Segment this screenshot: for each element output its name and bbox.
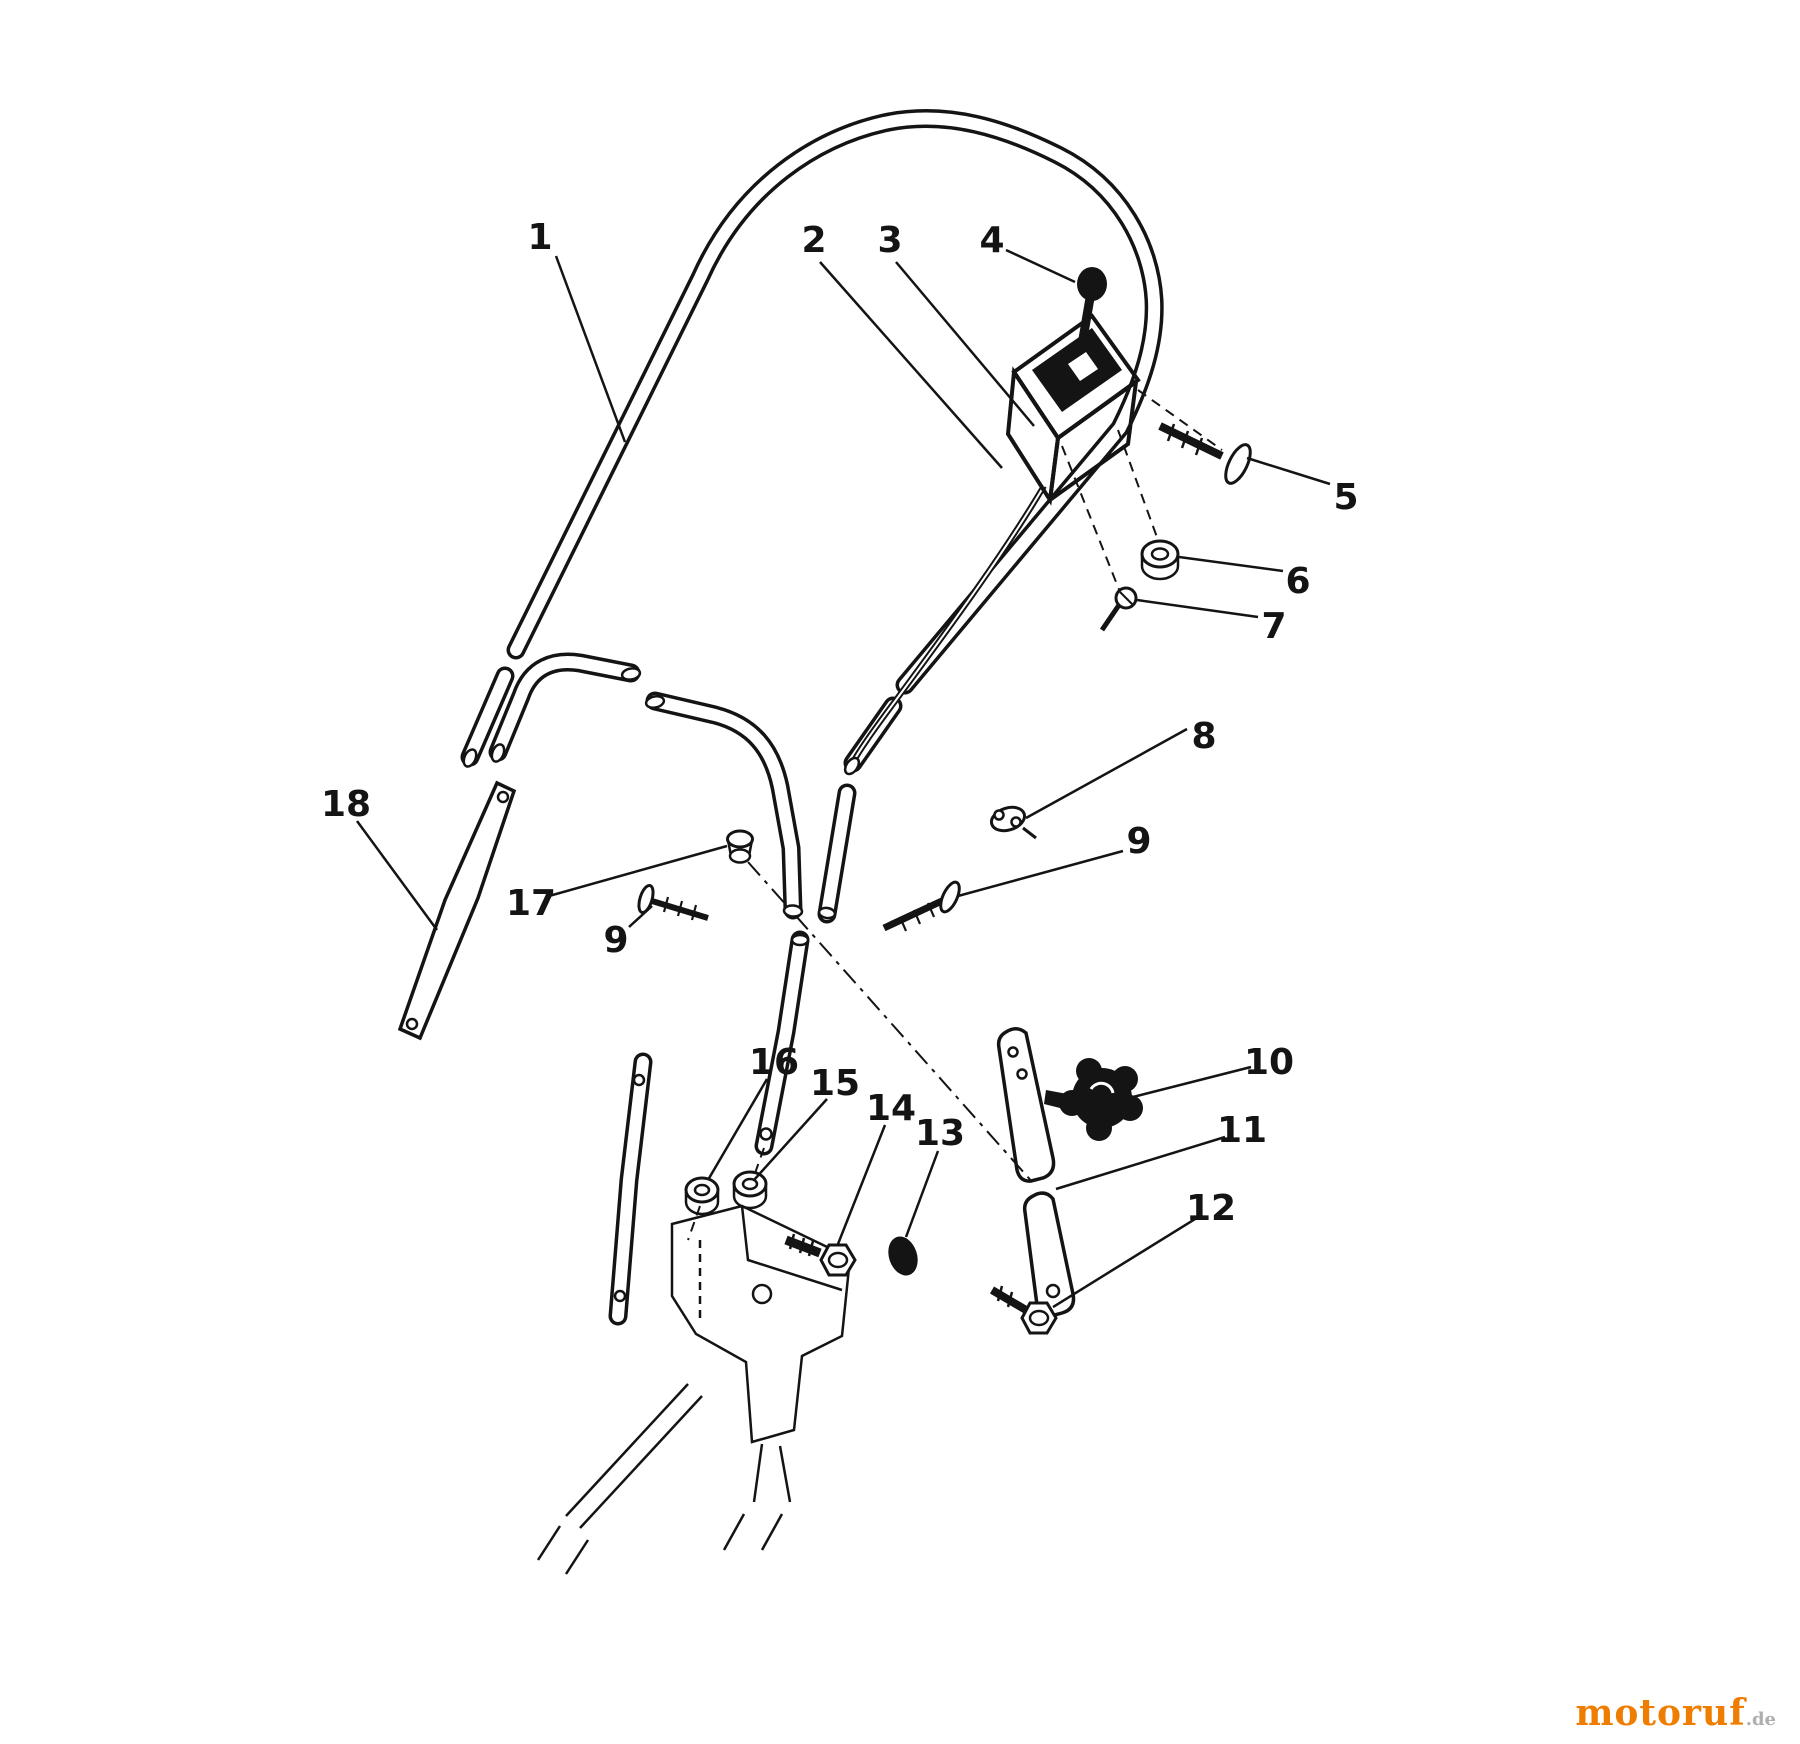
lower-handle-bar [397,780,517,1041]
spacer-13 [888,1236,918,1276]
part-label-15: 15 [810,1063,860,1104]
part-label-6: 6 [1285,561,1310,602]
leader-9-right [957,849,1124,898]
leader-5 [1246,456,1331,486]
part-label-11: 11 [1217,1110,1267,1151]
handle-bracket-upper [996,1027,1056,1183]
throttle-control-box [1005,267,1141,506]
throttle-slot [1068,352,1098,381]
leader-12 [1052,1217,1196,1309]
hex-bolt-14 [784,1233,857,1277]
bolt-17 [726,829,754,864]
part-label-18: 18 [321,784,371,825]
part-label-9-left: 9 [603,920,628,961]
part-label-3: 3 [877,220,902,261]
part-label-12: 12 [1186,1188,1236,1229]
mower-deck-bracket [536,1204,852,1575]
cable-clip-8 [989,805,1037,840]
flange-nut-16 [684,1176,720,1216]
watermark-tld: .de [1745,1709,1776,1730]
leader-9-left [628,905,653,928]
leader-7 [1136,598,1259,619]
part-label-10: 10 [1244,1042,1294,1083]
assembly-guide-lines [687,389,1223,1241]
leader-14 [836,1124,887,1245]
hex-bolt-12 [989,1285,1058,1335]
mounting-bolt-5 [1158,422,1252,485]
part-label-13: 13 [915,1113,965,1154]
leader-16 [706,1078,769,1181]
flange-nut-6 [1140,539,1180,581]
part-label-2: 2 [801,220,826,261]
part-label-9-right: 9 [1126,821,1151,862]
support-strap-right [754,930,810,1156]
flange-nut-15 [732,1170,768,1210]
leader-18 [355,820,439,931]
lower-handle-left-bend-tube [488,652,641,762]
leader-17 [548,844,728,898]
leader-lines [355,248,1331,1309]
part-label-14: 14 [866,1088,916,1129]
part-labels: 1 2 3 4 5 6 7 8 9 9 10 11 12 13 14 15 16… [321,217,1359,1229]
lower-handle-right-bend-tube [645,691,803,920]
leader-10 [1132,1065,1252,1099]
screw-7 [1099,586,1138,632]
watermark: motoruf.de [1575,1692,1776,1734]
leader-15 [753,1098,828,1181]
leader-3 [895,261,1035,427]
leader-4 [1005,248,1076,284]
bar-hole-bottom [405,1017,419,1031]
part-label-16: 16 [749,1042,799,1083]
handle-knob [1044,1058,1143,1141]
handle-bracket-lower [1022,1191,1076,1318]
bar-hole-top [496,790,510,804]
carriage-screw-9-right [882,880,961,932]
throttle-knob [1077,267,1107,301]
leader-13 [904,1150,940,1238]
carriage-screw-9-left [637,883,709,921]
part-label-17: 17 [506,883,556,924]
support-strap-left [608,1052,653,1326]
part-label-8: 8 [1191,716,1216,757]
leader-6 [1178,555,1284,573]
tube-open-ends [462,667,861,947]
throttle-cable [848,484,1047,768]
leader-11 [1055,1135,1226,1191]
leader-2 [819,261,1003,469]
watermark-brand: motoruf [1575,1692,1746,1734]
leader-1 [554,255,627,443]
part-label-4: 4 [979,220,1004,261]
part-label-5: 5 [1333,477,1358,518]
part-label-1: 1 [527,217,552,258]
part-label-7: 7 [1261,606,1286,647]
leader-8 [1025,727,1188,820]
